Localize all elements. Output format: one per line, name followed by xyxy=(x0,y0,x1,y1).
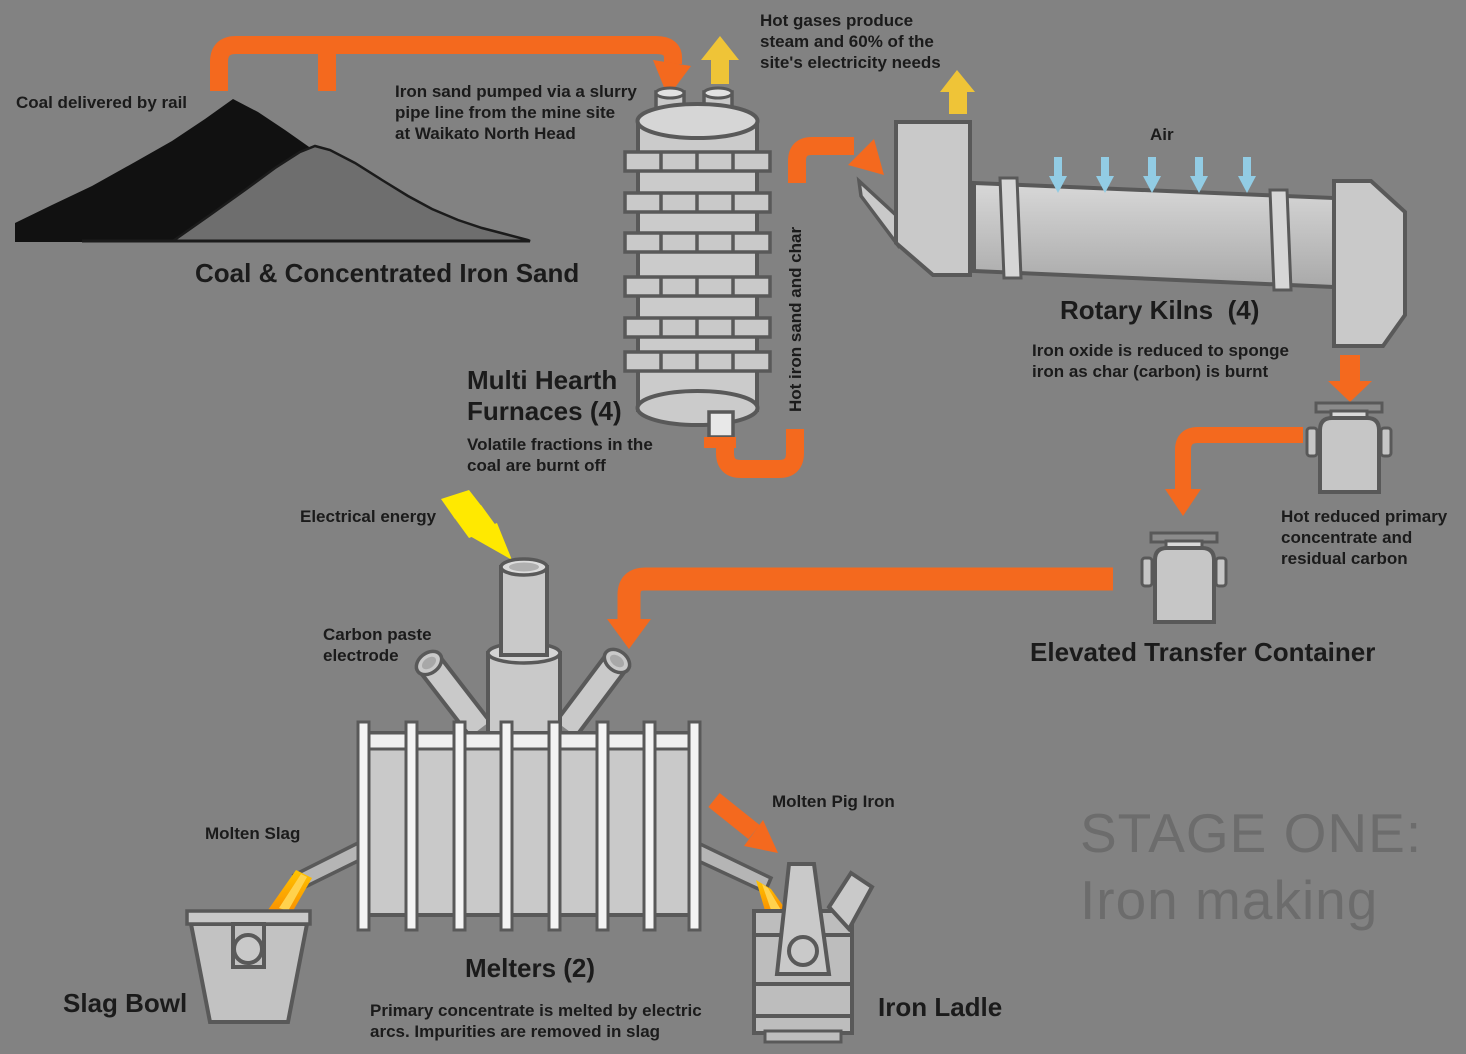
iron-sand-pile xyxy=(82,144,531,243)
kiln-title: Rotary Kilns (4) xyxy=(1060,295,1260,325)
slag-bowl-label: Slag Bowl xyxy=(63,988,188,1018)
hot-iron-sand-char-label: Hot iron sand and char xyxy=(786,226,805,412)
melter xyxy=(291,720,774,932)
kiln-feed-chute xyxy=(856,176,899,250)
slag-bowl xyxy=(185,909,312,1024)
furnace-to-kiln-arrow xyxy=(788,137,884,183)
elevated-transfer-container xyxy=(1140,531,1228,624)
molten-iron-stream xyxy=(756,880,789,914)
hot-reduced-note: Hot reduced primary concentrate and resi… xyxy=(1281,507,1448,568)
rotary-kiln xyxy=(856,120,1407,348)
kiln-support-ring xyxy=(998,176,1023,280)
piles-label: Coal & Concentrated Iron Sand xyxy=(195,258,580,288)
molten-slag-stream xyxy=(268,870,312,916)
furnace-bottom-outlet xyxy=(707,410,735,439)
air-arrow-icon xyxy=(1049,157,1256,193)
molten-slag-label: Molten Slag xyxy=(205,824,301,843)
kiln-to-container-arrow xyxy=(1328,355,1372,402)
carbon-paste-electrode xyxy=(486,557,562,739)
carbon-paste-electrode-label: Carbon paste electrode xyxy=(323,625,432,665)
furnace-hearth-bands xyxy=(623,150,772,373)
melters-title: Melters (2) xyxy=(465,953,596,983)
melter-electrodes xyxy=(414,557,632,739)
steam-arrow-icon xyxy=(701,36,975,114)
transfer-container xyxy=(1305,401,1393,494)
stage-title: STAGE ONE:Iron making xyxy=(1080,800,1422,934)
side-electrode xyxy=(414,649,492,738)
container-transfer-arrow xyxy=(1165,427,1303,516)
elevated-transfer-container-label: Elevated Transfer Container xyxy=(1030,637,1376,667)
stage-line2: Iron making xyxy=(1080,869,1379,931)
iron-ladle xyxy=(752,862,875,1044)
kiln-discharge-end xyxy=(1332,179,1407,348)
kiln-support-ring xyxy=(1268,188,1293,292)
stage-line1: STAGE ONE: xyxy=(1080,802,1423,864)
furnace-title: Multi Hearth Furnaces (4) xyxy=(467,365,622,426)
slurry-pipe-arrow xyxy=(210,36,691,97)
slurry-note: Iron sand pumped via a slurry pipe line … xyxy=(395,82,637,143)
molten-pig-iron-label: Molten Pig Iron xyxy=(772,792,895,811)
hot-gases-note: Hot gases produce steam and 60% of the s… xyxy=(760,11,941,72)
lightning-bolt-icon xyxy=(441,490,512,560)
melter-pillars xyxy=(356,720,702,932)
side-electrode xyxy=(554,647,632,738)
ladle-spout xyxy=(826,870,875,933)
melters-note: Primary concentrate is melted by electri… xyxy=(370,1001,702,1041)
furnace-note: Volatile fractions in the coal are burnt… xyxy=(467,435,653,475)
kiln-note: Iron oxide is reduced to sponge iron as … xyxy=(1032,341,1289,381)
iron-ladle-label: Iron Ladle xyxy=(878,992,1003,1022)
char-return-arrow xyxy=(704,429,804,478)
molten-pig-iron-arrow xyxy=(708,792,778,853)
transfer-to-melter-arrow xyxy=(607,567,1113,649)
multi-hearth-furnace xyxy=(623,86,772,439)
kiln-feed-hopper xyxy=(894,120,972,277)
electrical-energy-label: Electrical energy xyxy=(300,507,437,526)
coal-rail-label: Coal delivered by rail xyxy=(16,93,188,112)
air-label: Air xyxy=(1150,125,1174,144)
